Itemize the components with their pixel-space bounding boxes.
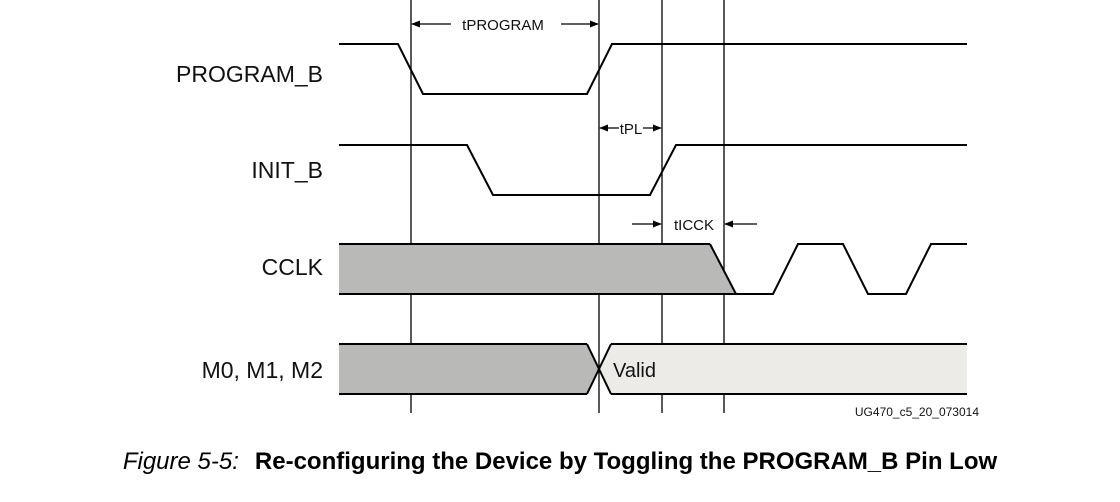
program-b-waveform — [339, 43, 967, 95]
cclk-label: CCLK — [262, 254, 324, 280]
tprogram-label: tPROGRAM — [462, 17, 544, 34]
cclk-clock-waveform — [736, 243, 967, 295]
init-b-waveform — [339, 144, 967, 196]
program-b-label: PROGRAM_B — [176, 61, 323, 87]
cclk-undefined-region — [339, 244, 736, 294]
bus-valid-label: Valid — [613, 360, 656, 382]
timing-diagram: tPROGRAM tPL tICCK PROGRAM_B INIT_B CCLK… — [176, 0, 979, 419]
ticck-label: tICCK — [674, 217, 714, 234]
tpl-label: tPL — [620, 121, 643, 138]
figure-id: UG470_c5_20_073014 — [855, 405, 979, 419]
figure-caption: Figure 5-5: Re-configuring the Device by … — [0, 448, 1120, 476]
mode-bus-valid — [599, 344, 967, 394]
init-b-label: INIT_B — [251, 157, 323, 183]
figure-title: Re-configuring the Device by Toggling th… — [254, 448, 998, 475]
figure-number: Figure 5-5: — [122, 448, 239, 475]
mode-bus-undefined — [339, 344, 599, 394]
mode-pins-label: M0, M1, M2 — [202, 357, 323, 383]
